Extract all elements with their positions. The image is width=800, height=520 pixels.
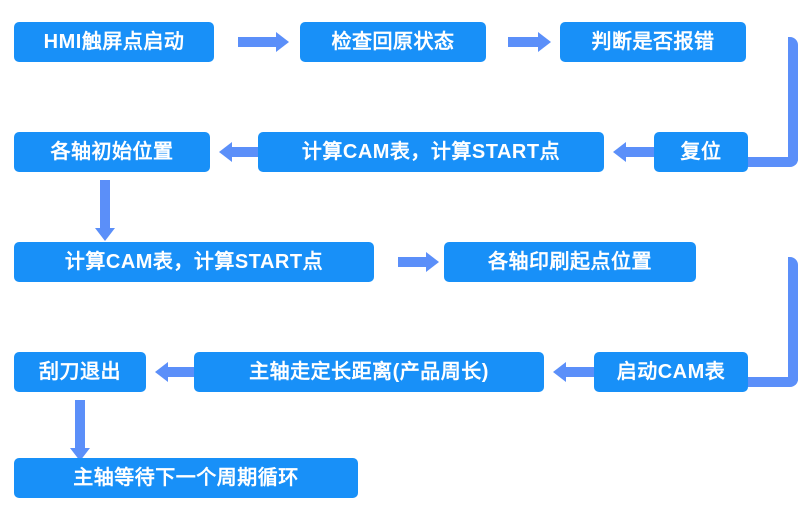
flow-node-label: 计算CAM表，计算START点 bbox=[301, 141, 561, 163]
flow-node-label: 主轴等待下一个周期循环 bbox=[73, 467, 299, 489]
arrow-n4-n5 bbox=[626, 147, 654, 157]
arrow-n9-n10 bbox=[566, 367, 594, 377]
flow-node-calc-cam-start-1: 计算CAM表，计算START点 bbox=[258, 132, 604, 172]
arrow-n7-n8 bbox=[398, 257, 426, 267]
arrow-n11-n12 bbox=[75, 400, 85, 448]
flow-node-axes-print-start-position: 各轴印刷起点位置 bbox=[444, 242, 696, 282]
flow-node-label: 刮刀退出 bbox=[39, 361, 121, 383]
flow-node-label: 复位 bbox=[680, 141, 722, 163]
flow-node-label: 主轴走定长距离(产品周长) bbox=[249, 361, 489, 383]
flow-node-reset: 复位 bbox=[654, 132, 748, 172]
flow-node-label: 检查回原状态 bbox=[331, 31, 455, 53]
flow-node-axes-initial-position: 各轴初始位置 bbox=[14, 132, 210, 172]
flow-node-judge-error: 判断是否报错 bbox=[560, 22, 746, 62]
arrow-n6-n7 bbox=[100, 180, 110, 228]
flow-node-label: HMI触屏点启动 bbox=[43, 31, 185, 53]
flow-node-start-cam-table: 启动CAM表 bbox=[594, 352, 748, 392]
connector-n3-n4 bbox=[746, 37, 798, 167]
arrow-n2-n3 bbox=[508, 37, 538, 47]
flow-node-check-home-state: 检查回原状态 bbox=[300, 22, 486, 62]
arrow-n10-n11 bbox=[168, 367, 196, 377]
flow-node-spindle-wait-next-cycle: 主轴等待下一个周期循环 bbox=[14, 458, 358, 498]
flow-node-label: 启动CAM表 bbox=[616, 361, 726, 383]
flow-node-label: 各轴印刷起点位置 bbox=[488, 251, 652, 273]
flow-node-calc-cam-start-2: 计算CAM表，计算START点 bbox=[14, 242, 374, 282]
arrow-n5-n6 bbox=[232, 147, 260, 157]
flow-node-hmi-start: HMI触屏点启动 bbox=[14, 22, 214, 62]
arrow-n1-n2 bbox=[238, 37, 276, 47]
flow-node-label: 各轴初始位置 bbox=[50, 141, 174, 163]
flow-node-spindle-fixed-distance: 主轴走定长距离(产品周长) bbox=[194, 352, 544, 392]
flow-node-label: 计算CAM表，计算START点 bbox=[64, 251, 324, 273]
flow-node-label: 判断是否报错 bbox=[591, 31, 715, 53]
flow-node-scraper-retract: 刮刀退出 bbox=[14, 352, 146, 392]
